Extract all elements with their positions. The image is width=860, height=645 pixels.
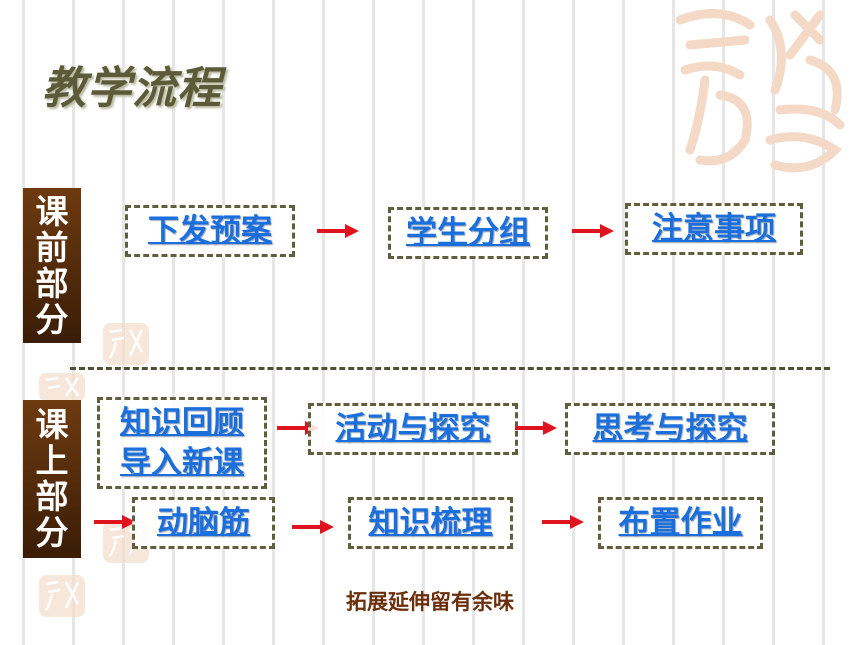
step-box: 活动与探究 [308, 403, 518, 455]
step-link-distribute-plan[interactable]: 下发预案 [148, 213, 272, 249]
step-box: 学生分组 [388, 207, 548, 259]
step-box: 知识回顾 导入新课 [97, 397, 267, 489]
flow-arrow-icon [572, 224, 614, 238]
auspicious-seal-icon [103, 323, 149, 365]
step-box: 思考与探究 [565, 403, 775, 455]
step-link-precautions[interactable]: 注意事项 [652, 211, 776, 247]
step-link-brainstorm[interactable]: 动脑筋 [157, 505, 250, 541]
flow-arrow-icon [317, 224, 359, 238]
section-label-char: 部 [35, 477, 69, 516]
step-box: 知识梳理 [348, 497, 513, 549]
auspicious-seal-icon [675, 9, 845, 173]
section-label-char: 课 [35, 191, 69, 231]
section-label-pre-class: 课 前 部 分 [23, 188, 81, 343]
step-box: 下发预案 [125, 205, 295, 257]
section-label-char: 分 [35, 299, 69, 339]
step-link-think-explore[interactable]: 思考与探究 [592, 411, 748, 447]
step-box: 动脑筋 [132, 497, 275, 549]
section-label-char: 部 [35, 263, 69, 303]
section-label-char: 前 [35, 227, 69, 267]
step-link-activity-explore[interactable]: 活动与探究 [335, 411, 491, 447]
step-box: 布置作业 [598, 497, 763, 549]
flow-arrow-icon [94, 515, 136, 529]
section-label-in-class: 课 上 部 分 [23, 400, 81, 558]
step-box: 注意事项 [625, 203, 803, 255]
flow-arrow-icon [542, 515, 584, 529]
step-link-introduce-lesson[interactable]: 导入新课 [120, 445, 244, 481]
section-label-char: 分 [35, 513, 69, 552]
step-link-review-knowledge[interactable]: 知识回顾 [120, 405, 244, 441]
step-link-assign-homework[interactable]: 布置作业 [618, 505, 743, 541]
step-link-knowledge-summary[interactable]: 知识梳理 [368, 505, 493, 541]
section-label-char: 课 [35, 405, 69, 444]
section-label-char: 上 [35, 441, 69, 480]
footer-caption: 拓展延伸留有余味 [346, 590, 514, 614]
auspicious-seal-icon [39, 373, 85, 401]
auspicious-seal-icon [39, 575, 85, 617]
flow-arrow-icon [292, 520, 334, 534]
section-divider [70, 367, 830, 370]
page-title: 教学流程 [42, 63, 222, 114]
flow-arrow-icon [515, 421, 557, 435]
step-link-student-groups[interactable]: 学生分组 [406, 215, 530, 251]
